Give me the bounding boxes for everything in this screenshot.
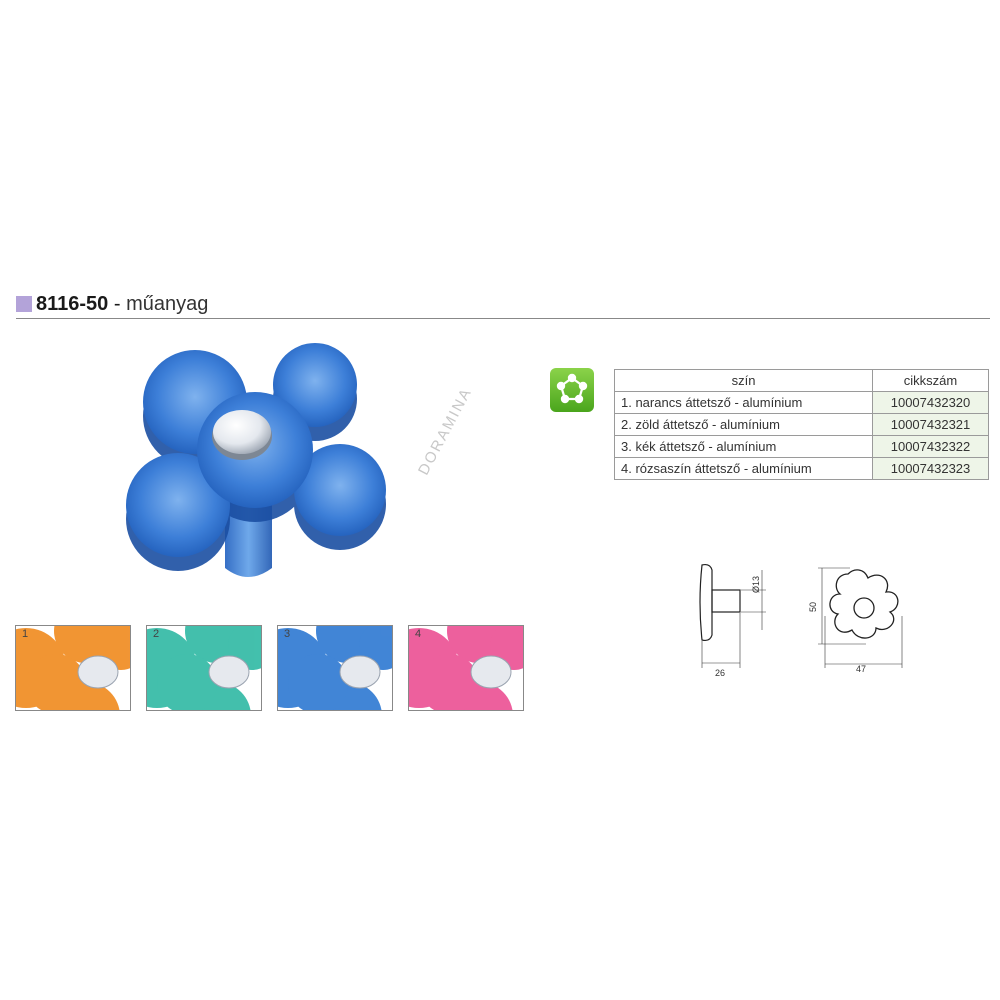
table-header-row: szín cikkszám xyxy=(614,369,989,392)
product-header: 8116-50 - műanyag xyxy=(16,291,990,321)
title-separator: - xyxy=(108,293,127,315)
technical-drawing: 26 Ø13 50 47 xyxy=(699,563,903,678)
table-row: 3. kék áttetsző - alumínium 10007432322 xyxy=(614,435,989,458)
table-row: 2. zöld áttetsző - alumínium 10007432321 xyxy=(614,413,989,436)
main-product-image xyxy=(126,343,386,577)
eco-flower-icon xyxy=(550,368,594,412)
table-row: 4. rózsaszín áttetsző - alumínium 100074… xyxy=(614,457,989,480)
product-code: 8116-50 xyxy=(36,293,109,315)
dimension-depth: 26 xyxy=(715,668,725,678)
table-row: 1. narancs áttetsző - alumínium 10007432… xyxy=(614,391,989,414)
color-cell: 4. rózsaszín áttetsző - alumínium xyxy=(614,457,873,480)
article-code-cell: 10007432321 xyxy=(872,413,989,436)
variant-image xyxy=(16,626,130,710)
header-divider xyxy=(16,318,990,319)
article-code-cell: 10007432320 xyxy=(872,391,989,414)
variant-number: 2 xyxy=(153,628,160,640)
side-view xyxy=(699,563,741,642)
article-code-cell: 10007432322 xyxy=(872,435,989,458)
color-cell: 3. kék áttetsző - alumínium xyxy=(614,435,873,458)
column-header-color: szín xyxy=(614,369,873,392)
front-view xyxy=(829,569,899,639)
dimension-diameter: Ø13 xyxy=(751,576,761,593)
article-code-cell: 10007432323 xyxy=(872,457,989,480)
watermark: DORAMINA xyxy=(415,384,476,478)
variant-number: 3 xyxy=(284,628,291,640)
column-header-code: cikkszám xyxy=(872,369,989,392)
variant-image xyxy=(147,626,261,710)
article-table: szín cikkszám 1. narancs áttetsző - alum… xyxy=(614,369,989,480)
color-cell: 1. narancs áttetsző - alumínium xyxy=(614,391,873,414)
variant-thumbnail-3: 3 xyxy=(277,625,393,711)
variant-number: 1 xyxy=(22,628,29,640)
variant-image xyxy=(278,626,392,710)
variant-image xyxy=(409,626,523,710)
variant-thumbnail-1: 1 xyxy=(15,625,131,711)
header-color-swatch xyxy=(16,296,32,312)
dimension-height: 50 xyxy=(808,602,818,612)
variant-thumbnail-4: 4 xyxy=(408,625,524,711)
product-material: műanyag xyxy=(126,293,209,315)
dimension-width: 47 xyxy=(856,664,866,674)
product-title: 8116-50 - műanyag xyxy=(36,291,208,317)
variant-thumbnail-2: 2 xyxy=(146,625,262,711)
variant-number: 4 xyxy=(415,628,422,640)
color-cell: 2. zöld áttetsző - alumínium xyxy=(614,413,873,436)
